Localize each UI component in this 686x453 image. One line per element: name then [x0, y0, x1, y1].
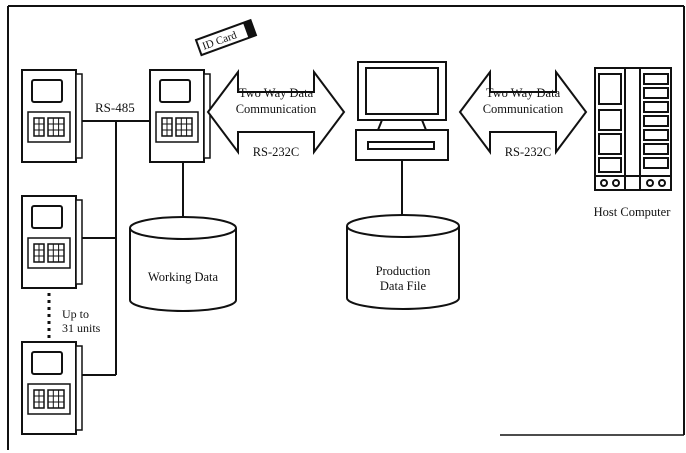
terminal-master — [149, 69, 211, 163]
production-label-1: Production — [376, 264, 432, 278]
production-label-2: Data File — [380, 279, 427, 293]
id-card: ID Card — [194, 18, 258, 57]
host-computer-label: Host Computer — [594, 205, 672, 219]
right-arrow-text-2: Communication — [483, 102, 564, 116]
right-double-arrow — [458, 69, 588, 155]
terminal-slave-2 — [21, 195, 83, 289]
working-data-cylinder — [129, 216, 237, 312]
terminal-slave-1 — [21, 69, 83, 163]
left-arrow-text-1: Two Way Data — [239, 86, 314, 100]
host-computer-rack — [594, 67, 672, 191]
left-double-arrow — [206, 69, 346, 155]
units-label-2: 31 units — [62, 321, 101, 335]
right-arrow-port: RS-232C — [505, 145, 552, 159]
right-arrow-text-1: Two Way Data — [486, 86, 561, 100]
units-label-1: Up to — [62, 307, 89, 321]
rs485-label: RS-485 — [95, 100, 135, 115]
left-arrow-port: RS-232C — [253, 145, 300, 159]
working-data-label: Working Data — [148, 270, 219, 284]
terminal-slave-3 — [21, 341, 83, 435]
pc-workstation — [355, 61, 449, 216]
rs485-bus — [82, 120, 150, 376]
left-arrow-text-2: Communication — [236, 102, 317, 116]
production-data-cylinder — [346, 214, 460, 310]
